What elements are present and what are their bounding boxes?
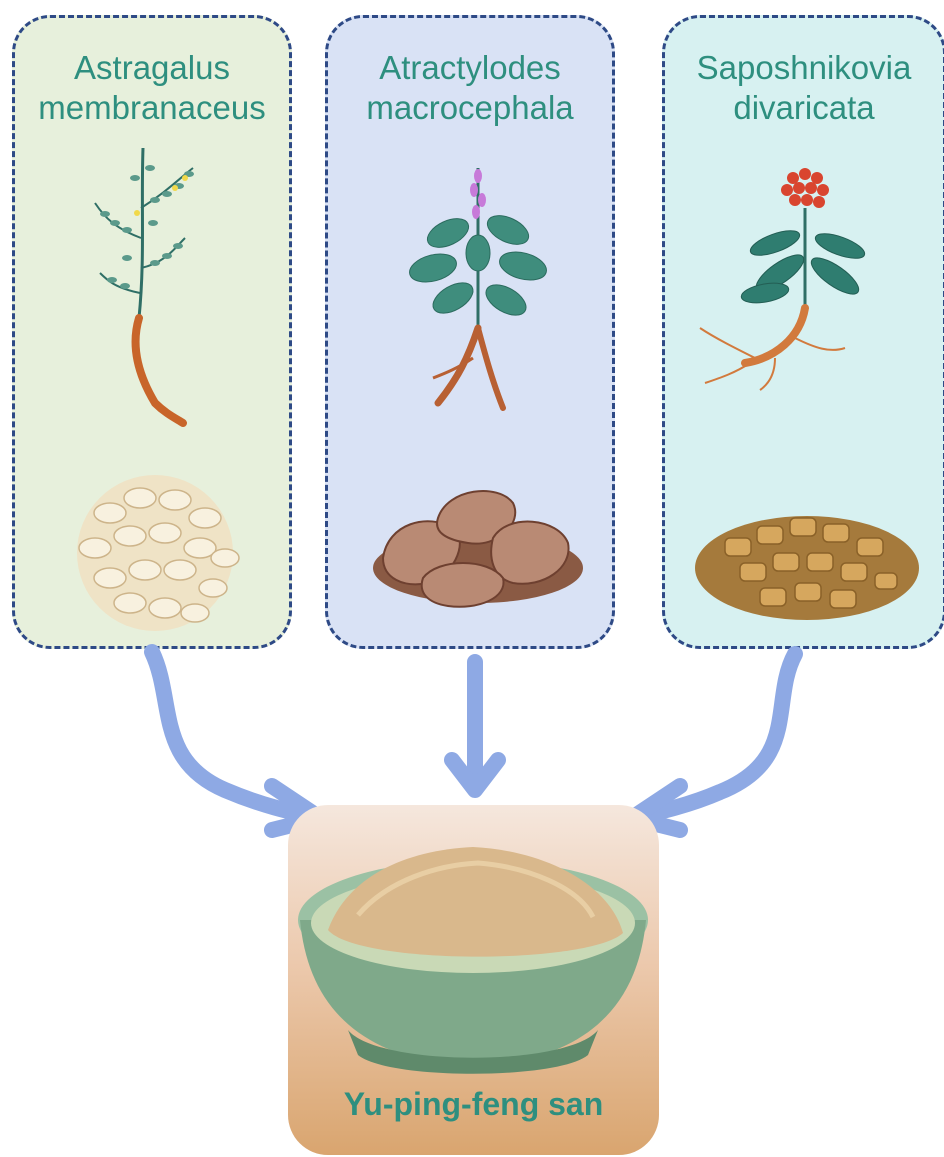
result-label: Yu-ping-feng san — [288, 1086, 659, 1123]
result-panel-yu-ping-feng-san: Yu-ping-feng san — [288, 805, 659, 1155]
